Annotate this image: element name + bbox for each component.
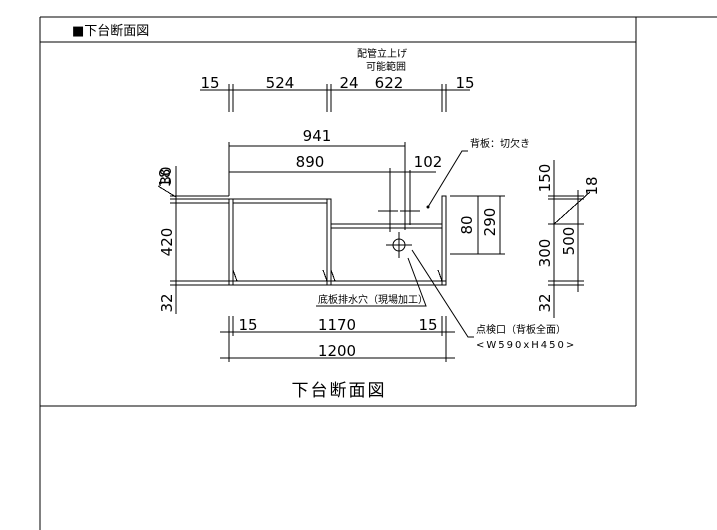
drawing-caption: 下台断面図 <box>292 381 387 401</box>
drain-hole-note: 底板排水穴（現場加工） <box>318 293 428 306</box>
left-dimension-lines <box>157 166 229 314</box>
dim-890: 890 <box>296 153 325 171</box>
top-plate-leader <box>427 150 468 208</box>
dim-left-32: 32 <box>158 293 176 312</box>
inspection-leader <box>411 249 474 338</box>
dim-bottom-15-right: 15 <box>418 316 437 334</box>
piping-note-line2: 可能範囲 <box>366 60 406 73</box>
dim-top-15-left: 15 <box>200 74 219 92</box>
dim-top-622: 622 <box>375 74 404 92</box>
dim-bottom-1170: 1170 <box>318 316 356 334</box>
dim-far-18: 18 <box>583 176 601 195</box>
dim-far-32: 32 <box>536 293 554 312</box>
pipe-markers <box>378 210 420 258</box>
top-dimension-lines <box>200 84 470 112</box>
dim-left-30: 30 <box>157 166 175 185</box>
dim-left-18: 18 <box>156 168 174 187</box>
dim-top-24: 24 <box>339 74 358 92</box>
inspection-note-line1: 点検口（背板全面） <box>476 323 566 336</box>
depth-dimension-lines <box>228 142 436 232</box>
bottom-dimension-lines <box>220 316 455 362</box>
dim-102: 102 <box>414 153 443 171</box>
dim-right-80: 80 <box>458 215 476 234</box>
sheet-border <box>39 16 717 530</box>
section-header: ■下台断面図 <box>72 24 149 39</box>
leader-dot <box>426 205 430 209</box>
dim-far-300: 300 <box>536 239 554 268</box>
cabinet-section <box>228 195 447 286</box>
inspection-note-line2: <W590xH450> <box>476 340 576 351</box>
drain-hole-leader <box>316 257 427 307</box>
right-inner-dimension-lines <box>450 195 505 255</box>
dim-941: 941 <box>303 127 332 145</box>
dim-bottom-15-left: 15 <box>238 316 257 334</box>
dim-far-150: 150 <box>536 164 554 193</box>
dim-1200: 1200 <box>318 342 356 360</box>
top-plate-note: 背板：切欠き <box>470 137 530 150</box>
right-dimension-lines <box>548 160 591 318</box>
dim-far-500: 500 <box>560 227 578 256</box>
dim-top-15-right: 15 <box>455 74 474 92</box>
dim-right-290: 290 <box>481 208 499 237</box>
dim-top-524: 524 <box>266 74 295 92</box>
dim-left-420: 420 <box>158 228 176 257</box>
piping-note-line1: 配管立上げ <box>357 47 407 60</box>
